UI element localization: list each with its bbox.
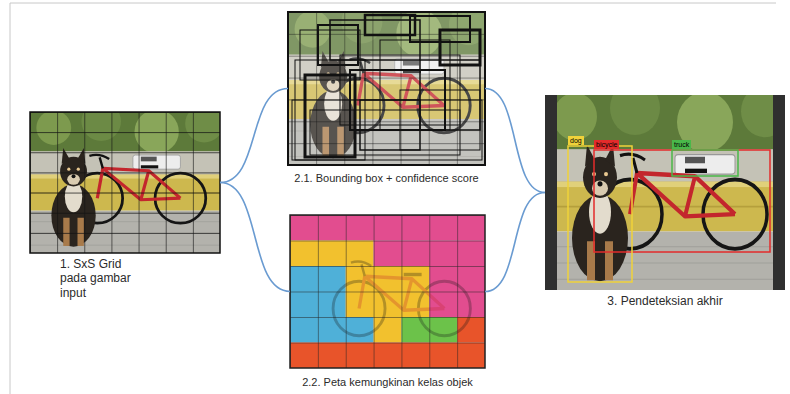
- candidate-box: [400, 90, 480, 150]
- candidate-box: [365, 15, 415, 35]
- caption-text: 2.1. Bounding box + confidence score: [294, 172, 478, 184]
- flow-curve: [485, 89, 545, 193]
- grid-overlay: [290, 215, 485, 368]
- input-photo: [30, 102, 223, 253]
- panel-caption: 1. SxS Grid pada gambar input: [60, 257, 148, 300]
- class-tag: dog: [568, 136, 584, 145]
- candidate-boxes: [292, 15, 482, 160]
- panel-caption: 3. Pendeteksian akhir: [505, 294, 790, 308]
- truck-box: [672, 150, 738, 176]
- class-tag: bicycle: [594, 140, 619, 149]
- candidate-box: [292, 100, 482, 160]
- image-panel: 2.2. Peta kemungkinan kelas objek: [290, 215, 485, 368]
- porch-pillar: [545, 95, 557, 290]
- caption-text: 3. Pendeteksian akhir: [607, 294, 722, 308]
- bicycle-box: [594, 150, 770, 252]
- candidate-box: [360, 100, 420, 150]
- photo-border: [288, 12, 485, 165]
- image-panel: 2.1. Bounding box + confidence score: [288, 12, 485, 165]
- caption-text: 1. SxS Grid pada gambar input: [60, 257, 131, 300]
- dog-box: [568, 146, 632, 282]
- photo-border: [30, 112, 220, 253]
- caption-text: 2.2. Peta kemungkinan kelas objek: [302, 376, 473, 388]
- photo-tint: [288, 12, 485, 165]
- flow-curve: [485, 193, 545, 292]
- porch-pillar: [773, 95, 785, 290]
- map-border: [290, 215, 485, 368]
- result-photo: [545, 81, 789, 290]
- panel-caption: 2.1. Bounding box + confidence score: [248, 172, 525, 185]
- panel-caption: 2.2. Peta kemungkinan kelas objek: [250, 376, 525, 389]
- flow-connector: [220, 183, 290, 292]
- image-panel: 3. Pendeteksian akhir: [545, 95, 785, 290]
- grid-overlay: [30, 112, 220, 253]
- boxes-photo: [288, 1, 488, 165]
- flow-connector: [485, 193, 545, 292]
- flow-connector: [485, 89, 545, 193]
- candidate-box: [310, 110, 460, 155]
- candidate-box: [318, 25, 358, 65]
- candidate-box: [420, 60, 480, 130]
- image-panel: 1. SxS Grid pada gambar input: [30, 112, 220, 253]
- class-tag: truck: [672, 140, 691, 149]
- flow-curve: [220, 183, 290, 292]
- flow-curve: [220, 89, 288, 183]
- candidate-box: [305, 75, 355, 157]
- grid-overlay: [288, 12, 485, 165]
- flow-connector: [220, 89, 288, 183]
- candidate-box: [380, 40, 450, 130]
